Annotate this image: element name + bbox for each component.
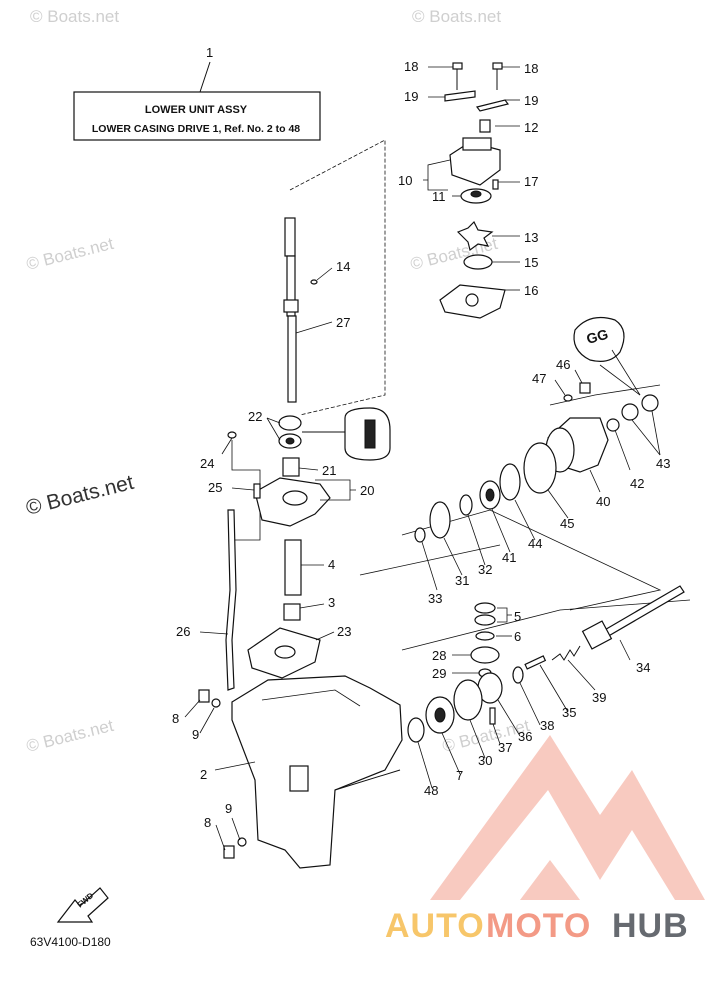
part-label: 43 [656, 456, 670, 471]
drive-shaft-parts [225, 217, 391, 691]
part-label: 29 [432, 666, 446, 681]
part-label: 5 [514, 609, 521, 624]
part-label: 18 [524, 61, 538, 76]
part-label: 14 [336, 259, 350, 274]
part-label: 42 [630, 476, 644, 491]
watermark: © Boats.net [24, 234, 115, 274]
part-label: 38 [540, 718, 554, 733]
part-label: 13 [524, 230, 538, 245]
part-label: 4 [328, 557, 335, 572]
part-label: 8 [204, 815, 211, 830]
part-label: 21 [322, 463, 336, 478]
part-label: 7 [456, 768, 463, 783]
part-label: 44 [528, 536, 542, 551]
brand-auto: AUTO [385, 907, 485, 945]
part-label: 34 [636, 660, 650, 675]
watermark: © Boats.net [24, 716, 115, 756]
diagram-code: 63V4100-D180 [30, 935, 111, 949]
part-label: 33 [428, 591, 442, 606]
brand-hub: HUB [612, 907, 689, 945]
assembly-title: LOWER UNIT ASSY [145, 104, 248, 116]
part-label: 18 [404, 59, 418, 74]
part-label: 19 [524, 93, 538, 108]
part-label: 37 [498, 740, 512, 755]
part-label: 40 [596, 494, 610, 509]
watermark: © Boats.net [412, 7, 501, 26]
grease-label: GG [585, 326, 610, 347]
part-label: 28 [432, 648, 446, 663]
part-label: 9 [192, 727, 199, 742]
part-label: 17 [524, 174, 538, 189]
leader-lines [184, 66, 661, 851]
watermark-large: © Boats.net [24, 471, 136, 520]
part-label: 41 [502, 550, 516, 565]
part-label: 30 [478, 753, 492, 768]
part-label: 22 [248, 409, 262, 424]
assembly-subtitle: LOWER CASING DRIVE 1, Ref. No. 2 to 48 [92, 123, 300, 135]
lower-casing [231, 675, 403, 869]
part-label: 27 [336, 315, 350, 330]
part-label: 23 [337, 624, 351, 639]
part-label: 16 [524, 283, 538, 298]
part-label: 8 [172, 711, 179, 726]
propeller-housing-parts [414, 317, 659, 543]
part-number-labels: 18 18 19 19 12 10 17 11 13 15 16 14 27 2… [172, 59, 670, 830]
part-label: 24 [200, 456, 214, 471]
part-label: 46 [556, 357, 570, 372]
part-label: 10 [398, 173, 412, 188]
part-label: 32 [478, 562, 492, 577]
title-box: 1 LOWER UNIT ASSY LOWER CASING DRIVE 1, … [73, 45, 321, 141]
part-label: 31 [455, 573, 469, 588]
part-label: 12 [524, 120, 538, 135]
brand-moto: MOTO [486, 907, 591, 945]
part-label: 39 [592, 690, 606, 705]
part-label: 48 [424, 783, 438, 798]
part-label: 35 [562, 705, 576, 720]
part-number-1: 1 [206, 45, 213, 60]
part-label: 11 [432, 189, 446, 204]
water-pump-parts [439, 62, 510, 319]
automotohub-logo: AUTO MOTO HUB [385, 735, 705, 945]
watermark: © Boats.net [30, 7, 119, 26]
part-label: 9 [225, 801, 232, 816]
part-label: 36 [518, 729, 532, 744]
part-label: 2 [200, 767, 207, 782]
part-label: 3 [328, 595, 335, 610]
part-label: 26 [176, 624, 190, 639]
part-label: 20 [360, 483, 374, 498]
part-label: 6 [514, 629, 521, 644]
gear-shaft-parts [407, 585, 685, 743]
part-label: 45 [560, 516, 574, 531]
part-label: 19 [404, 89, 418, 104]
part-label: 25 [208, 480, 222, 495]
part-label: 15 [524, 255, 538, 270]
fwd-arrow-icon: FWD [56, 887, 109, 923]
part-label: 47 [532, 371, 546, 386]
